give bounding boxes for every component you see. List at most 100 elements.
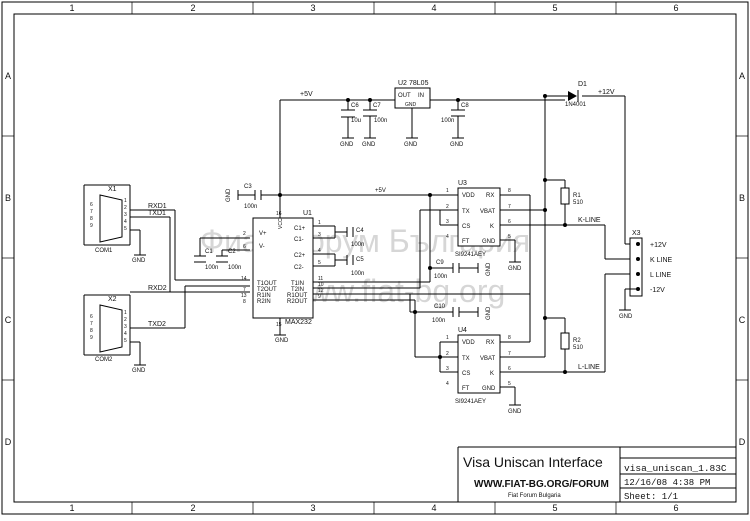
c1-ref: C1 [205, 249, 213, 255]
svg-text:2: 2 [446, 351, 449, 357]
gnd-label: GND [362, 142, 376, 148]
c7-value: 100n [374, 118, 387, 124]
net-txd2: TXD2 [148, 321, 166, 328]
d1-ref: D1 [578, 81, 587, 88]
grid-row-c-right: C [739, 315, 746, 325]
gnd-label: GND [226, 188, 232, 202]
svg-text:R2IN: R2IN [257, 299, 271, 305]
svg-text:8: 8 [508, 335, 511, 341]
svg-text:FT: FT [462, 386, 470, 392]
svg-text:3: 3 [124, 212, 127, 218]
junction-dot [563, 223, 567, 227]
svg-text:5: 5 [508, 234, 511, 240]
svg-text:7: 7 [90, 209, 93, 215]
grid-col-4: 4 [431, 3, 436, 13]
u1-part: MAX232 [285, 319, 312, 326]
svg-text:8: 8 [243, 299, 246, 305]
svg-text:2: 2 [124, 317, 127, 323]
svg-text:T2IN: T2IN [291, 287, 304, 293]
grid-labels: 1 2 3 4 5 6 1 2 3 4 5 6 A B C D A B C D [5, 3, 746, 513]
u1-max232-ic [252, 217, 314, 319]
x3-pin-kline: K LINE [650, 257, 673, 264]
u2-part: 78L05 [409, 80, 429, 87]
grid-col-2: 2 [190, 3, 195, 13]
svg-text:9: 9 [90, 335, 93, 341]
c8-value: 100n [441, 118, 454, 124]
u3-line-driver-ic [457, 187, 501, 247]
gnd-label: GND [486, 262, 492, 276]
gnd-label: GND [404, 142, 418, 148]
svg-text:6: 6 [243, 244, 246, 250]
x3-output-connector [629, 237, 643, 297]
svg-text:9: 9 [318, 294, 321, 300]
net-rxd1: RXD1 [148, 203, 167, 210]
grid-row-d: D [5, 437, 12, 447]
u4-pins: VDD TX CS FT RX VBAT K GND [462, 340, 496, 392]
grid-col-1: 1 [69, 3, 74, 13]
svg-text:7: 7 [243, 287, 246, 293]
u4-ref: U4 [458, 327, 467, 334]
r2-ref: R2 [573, 338, 581, 344]
svg-text:4: 4 [318, 248, 321, 254]
junction-dot [346, 98, 350, 102]
gnd-label: GND [486, 306, 492, 320]
svg-text:6: 6 [90, 202, 93, 208]
u2-regulator [394, 87, 431, 109]
u2-pin-gnd: GND [405, 102, 417, 108]
svg-text:T1IN: T1IN [291, 281, 304, 287]
c1-value: 100n [205, 265, 218, 271]
grid-col-4-bottom: 4 [431, 503, 436, 513]
svg-text:4: 4 [446, 234, 449, 240]
u4-line-driver-ic [457, 334, 501, 394]
grid-row-a-right: A [739, 71, 745, 81]
svg-text:6: 6 [90, 314, 93, 320]
gnd-label: GND [340, 142, 354, 148]
svg-text:8: 8 [508, 188, 511, 194]
grid-col-5-bottom: 5 [552, 503, 557, 513]
gnd-label: GND [508, 266, 522, 272]
c6-value: 10u [351, 118, 361, 124]
svg-text:CS: CS [462, 371, 470, 377]
power-rails [279, 95, 638, 245]
gnd-label: GND [450, 142, 464, 148]
svg-text:R1OUT: R1OUT [287, 293, 308, 299]
diode-d1-icon [568, 91, 577, 101]
svg-text:12: 12 [318, 288, 324, 294]
u2-pin-in: IN [418, 93, 424, 99]
net-plus5-label-mid: +5V [375, 188, 386, 194]
net-kline: K-LINE [578, 217, 601, 224]
svg-text:3: 3 [446, 366, 449, 372]
u3-wiring [419, 179, 638, 294]
c7-ref: C7 [373, 103, 381, 109]
svg-text:8: 8 [90, 328, 93, 334]
svg-text:10: 10 [318, 282, 324, 288]
watermark-text-2: www.fiat-bg.org [284, 273, 506, 309]
capacitor-plates-top [341, 109, 465, 118]
c8-ref: C8 [461, 103, 469, 109]
u1-vcc: VCC [278, 218, 284, 229]
svg-text:16: 16 [276, 211, 282, 217]
svg-text:RX: RX [486, 340, 494, 346]
svg-text:14: 14 [241, 276, 247, 282]
svg-text:3: 3 [318, 232, 321, 238]
svg-text:VDD: VDD [462, 340, 475, 346]
c10-value: 100n [432, 318, 445, 324]
c6-ref: C6 [351, 103, 359, 109]
net-plus5-label-top: +5V [300, 91, 313, 98]
c3-ref: C3 [244, 184, 252, 190]
c10-ref: C10 [434, 304, 446, 310]
svg-text:4: 4 [124, 331, 127, 337]
svg-text:2: 2 [243, 231, 246, 237]
x3-ref: X3 [632, 230, 641, 237]
grid-row-b: B [5, 193, 11, 203]
svg-text:K: K [490, 224, 494, 230]
svg-text:1: 1 [446, 335, 449, 341]
grid-col-5: 5 [552, 3, 557, 13]
u2-ref: U2 [398, 80, 407, 87]
junction-dot [368, 98, 372, 102]
u2-pin-out: OUT [398, 93, 411, 99]
gnd-label: GND [508, 409, 522, 415]
